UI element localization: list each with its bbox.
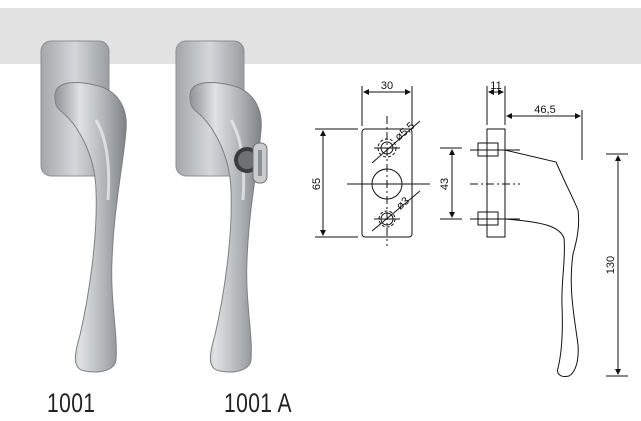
- dim-hole-top: ø5,5: [393, 120, 417, 144]
- dim-plate-width: 30: [381, 80, 393, 92]
- dim-thickness: 11: [490, 80, 501, 92]
- key-icon: [234, 142, 268, 184]
- dim-plate-height: 65: [311, 178, 323, 190]
- front-view-drawing: [315, 86, 462, 246]
- dim-hole-spacing: 43: [439, 178, 451, 190]
- model-label-1001a: 1001 A: [224, 388, 292, 418]
- dim-handle-length: 130: [605, 256, 617, 274]
- model-label-1001: 1001: [47, 388, 96, 418]
- window-handle-icon: [40, 40, 127, 373]
- window-handle-icon: [175, 40, 262, 373]
- side-view-drawing: [470, 86, 628, 377]
- dim-projection: 46,5: [534, 104, 555, 116]
